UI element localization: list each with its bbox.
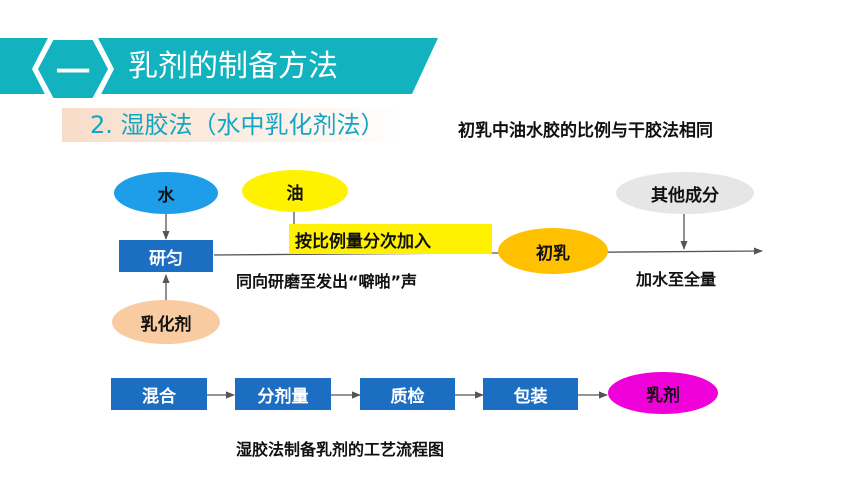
grind-until-crackling-note: 同向研磨至发出“噼啪”声	[236, 272, 418, 291]
dilute-to-volume-note: 加水至全量	[636, 270, 717, 289]
process-step: 质检	[360, 378, 455, 410]
process-step: 混合	[111, 378, 207, 410]
emulsion-product-node: 乳剂	[608, 372, 718, 414]
section-number-badge: 一	[38, 40, 108, 98]
ratio-note: 初乳中油水胶的比例与干胶法相同	[458, 121, 713, 141]
primary-emulsion-node: 初乳	[498, 228, 608, 274]
process-step: 包装	[483, 378, 578, 410]
emulsifier-node: 乳化剂	[112, 300, 220, 344]
other-ingredients-node: 其他成分	[616, 172, 754, 214]
flowchart-caption: 湿胶法制备乳剂的工艺流程图	[236, 440, 445, 459]
process-step: 分剂量	[235, 378, 331, 410]
subtitle-band	[62, 108, 402, 142]
section-title: 乳剂的制备方法	[128, 49, 338, 84]
subtitle: 2. 湿胶法（水中乳化剂法）	[90, 111, 385, 139]
grind-box: 研匀	[119, 240, 213, 272]
oil-node: 油	[242, 170, 348, 212]
add-in-portions-label: 按比例量分次加入	[289, 224, 492, 254]
water-node: 水	[114, 172, 218, 214]
